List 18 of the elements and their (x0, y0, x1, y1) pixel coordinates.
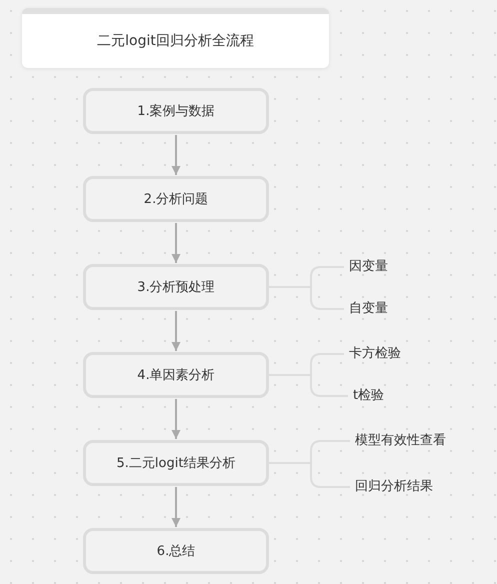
branch-label: 模型有效性查看 (355, 432, 446, 450)
arrow (172, 487, 180, 527)
process-box: 4.单因素分析 (83, 352, 269, 398)
process-box: 6.总结 (83, 528, 269, 574)
arrow (172, 223, 180, 263)
branch-label: t检验 (353, 387, 384, 405)
process-box: 2.分析问题 (83, 176, 269, 222)
process-box: 3.分析预处理 (83, 264, 269, 310)
branch-label: 因变量 (349, 258, 388, 276)
process-box: 1.案例与数据 (83, 88, 269, 134)
process-box: 5.二元logit结果分析 (83, 440, 269, 486)
title-card: 二元logit回归分析全流程 (22, 8, 329, 68)
arrow (172, 311, 180, 351)
arrow (172, 399, 180, 439)
branch-label: 卡方检验 (349, 345, 401, 363)
branch-label: 回归分析结果 (355, 478, 433, 496)
arrow (172, 135, 180, 175)
branch-label: 自变量 (349, 300, 388, 318)
